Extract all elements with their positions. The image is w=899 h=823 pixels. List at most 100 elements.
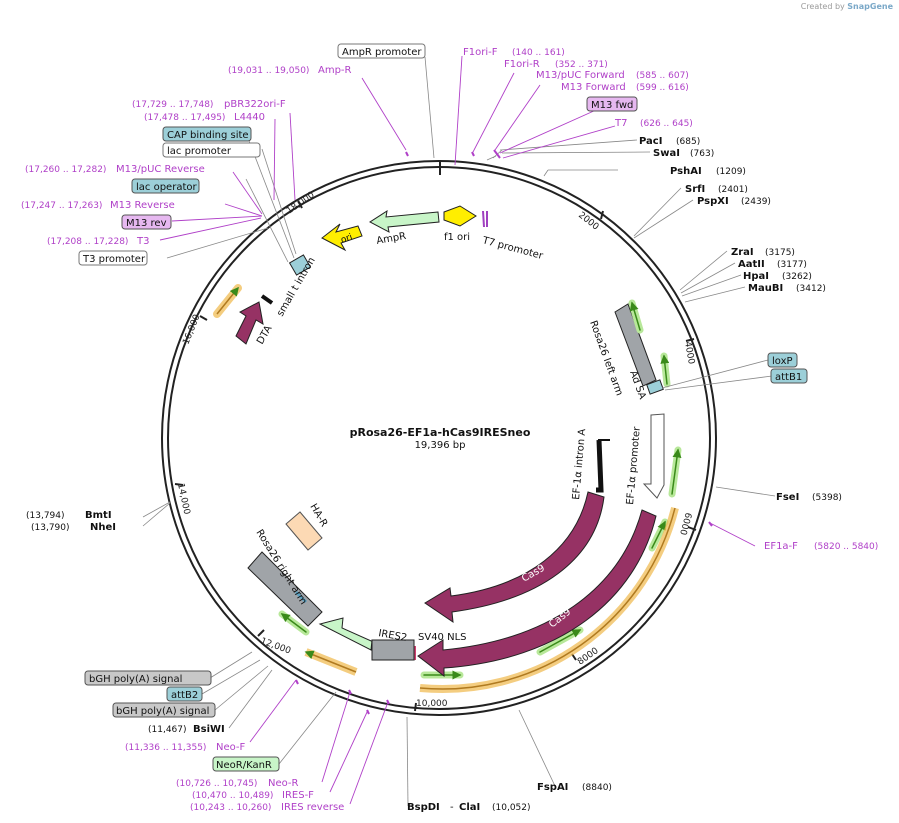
svg-text:(10,470 .. 10,489): (10,470 .. 10,489) <box>192 791 273 801</box>
lac-promoter-box: lac promoter <box>167 146 232 157</box>
f1-ori-arrow <box>443 205 477 227</box>
loxp-box: loxP <box>772 356 793 367</box>
svg-text:(3262): (3262) <box>782 272 812 282</box>
ef1-promoter-label: EF-1α promoter <box>625 426 643 506</box>
ef1-intron-label: EF-1α intron A <box>571 428 588 500</box>
m13-forward-primer: M13 Forward <box>561 82 626 93</box>
enzyme-nhei: NheI <box>90 522 116 533</box>
sv40-nls-label: SV40 NLS <box>418 632 467 643</box>
attb1-box: attB1 <box>775 372 802 383</box>
svg-text:(10,052): (10,052) <box>492 803 531 813</box>
enzyme-bsiwi: BsiWI <box>193 724 225 735</box>
top-labels: AmpR promoter (19,031 .. 19,050) Amp-R F… <box>228 43 771 207</box>
svg-text:(2439): (2439) <box>741 197 771 207</box>
svg-text:(140 .. 161): (140 .. 161) <box>512 48 565 58</box>
bgh-polya-box-2: bGH poly(A) signal <box>116 706 209 717</box>
m13-reverse-primer: M13 Reverse <box>110 200 175 211</box>
ires2-label: IRES2 <box>377 628 407 644</box>
ori-arrow <box>321 223 363 252</box>
m13puc-forward-primer: M13/pUC Forward <box>536 70 625 81</box>
cas9-arrow-inner <box>424 491 605 624</box>
t3-promoter-box: T3 promoter <box>82 254 146 265</box>
f1ori-f-primer: F1ori-F <box>463 47 498 58</box>
ef1a-f-primer: EF1a-F <box>764 541 798 552</box>
bottom-labels: (13,794) BmtI (13,790) NheI bGH poly(A) … <box>26 510 612 813</box>
bgh-polya-box-1: bGH poly(A) signal <box>89 674 182 685</box>
tick-label: 10,000 <box>416 699 448 709</box>
svg-text:(8840): (8840) <box>582 783 612 793</box>
svg-text:(11,467): (11,467) <box>148 725 187 735</box>
dta-arrow <box>235 301 264 345</box>
enzyme-aatii: AatII <box>738 259 765 270</box>
svg-text:(5398): (5398) <box>812 493 842 503</box>
f1ori-r-primer: F1ori-R <box>504 59 540 70</box>
svg-text:(17,729 .. 17,748): (17,729 .. 17,748) <box>132 100 213 110</box>
map-length: 19,396 bp <box>415 440 466 451</box>
ires-f-primer: IRES-F <box>282 790 314 801</box>
ha-r-box <box>285 511 323 551</box>
t3-primer: T3 <box>136 236 149 247</box>
ires-reverse-primer: IRES reverse <box>281 802 344 813</box>
cap-binding-site-box: CAP binding site <box>167 130 249 141</box>
enzyme-zrai: ZraI <box>731 247 754 258</box>
rosa26-right-arm <box>247 551 323 627</box>
svg-text:(1209): (1209) <box>716 167 746 177</box>
snapgene-logo: SnapGene <box>847 2 893 11</box>
l4440-primer: L4440 <box>234 112 265 123</box>
neo-f-primer: Neo-F <box>216 742 246 753</box>
enzyme-fspai: FspAI <box>537 782 568 793</box>
rosa26-left-label: Rosa26 left arm <box>587 319 624 397</box>
lac-operator-box: lac operator <box>136 182 197 193</box>
svg-text:(3177): (3177) <box>777 260 807 270</box>
m13-fwd-box: M13 fwd <box>591 100 633 111</box>
map-title: pRosa26-EF1a-hCas9IRESneo <box>350 426 531 439</box>
svg-text:(5820 .. 5840): (5820 .. 5840) <box>814 542 878 552</box>
enzyme-fsei: FseI <box>776 492 799 503</box>
tick-label: 4000 <box>682 341 696 366</box>
enzyme-pshai: PshAI <box>670 166 702 177</box>
svg-text:(17,247 .. 17,263): (17,247 .. 17,263) <box>21 201 102 211</box>
svg-text:(763): (763) <box>690 149 714 159</box>
svg-text:(352 .. 371): (352 .. 371) <box>555 60 608 70</box>
svg-text:(626 .. 645): (626 .. 645) <box>640 119 693 129</box>
svg-text:(17,260 .. 17,282): (17,260 .. 17,282) <box>25 165 106 175</box>
svg-text:(13,790): (13,790) <box>31 523 70 533</box>
left-top-labels: (17,729 .. 17,748) pBR322ori-F (17,478 .… <box>21 99 286 266</box>
tick-label: 2000 <box>576 210 600 232</box>
svg-text:(685): (685) <box>676 137 700 147</box>
enzyme-swai: SwaI <box>653 148 680 159</box>
amp-r-primer: Amp-R <box>318 65 352 76</box>
t7-primer: T7 <box>614 118 627 129</box>
svg-text:(3412): (3412) <box>796 284 826 294</box>
right-labels: ZraI (3175) AatII (3177) HpaI (3262) Mau… <box>731 247 878 552</box>
snapgene-credit: Created by SnapGene <box>800 2 893 11</box>
enzyme-bspdi: BspDI <box>407 802 440 813</box>
pbr322ori-f-primer: pBR322ori-F <box>224 99 286 110</box>
svg-text:(19,031 .. 19,050): (19,031 .. 19,050) <box>228 66 309 76</box>
svg-text:(599 .. 616): (599 .. 616) <box>636 83 689 93</box>
rosa26-left-arm <box>614 303 657 387</box>
svg-text:(17,208 .. 17,228): (17,208 .. 17,228) <box>47 237 128 247</box>
attb2-box: attB2 <box>171 690 198 701</box>
svg-text:(11,336 .. 11,355): (11,336 .. 11,355) <box>125 743 206 753</box>
ampr-promoter-box: AmpR promoter <box>342 47 422 58</box>
t7-promoter-label: T7 promoter <box>480 235 545 262</box>
svg-text:(2401): (2401) <box>718 185 748 195</box>
enzyme-clai: ClaI <box>459 802 480 813</box>
tick-marks <box>174 161 697 712</box>
svg-text:(13,794): (13,794) <box>26 511 65 521</box>
svg-text:(17,478 .. 17,495): (17,478 .. 17,495) <box>144 113 225 123</box>
ampr-arrow <box>369 209 440 233</box>
m13puc-reverse-primer: M13/pUC Reverse <box>116 164 205 175</box>
svg-text:(10,726 .. 10,745): (10,726 .. 10,745) <box>176 779 257 789</box>
cas9-arrow-outer <box>417 509 657 678</box>
primer-lines <box>159 55 756 805</box>
f1-ori-label: f1 ori <box>444 232 470 243</box>
neo-r-primer: Neo-R <box>268 778 299 789</box>
small-t-intron-box <box>288 254 312 276</box>
enzyme-pspxi: PspXI <box>697 196 729 207</box>
enzyme-srfi: SrfI <box>685 184 705 195</box>
svg-text:(585 .. 607): (585 .. 607) <box>636 71 689 81</box>
enzyme-hpai: HpaI <box>743 271 769 282</box>
